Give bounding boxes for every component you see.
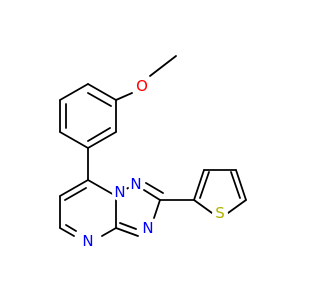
bond-tri-4b [119, 222, 137, 230]
bond-tri-2 [143, 189, 161, 201]
structure-canvas: O N N N N S [59, 55, 247, 250]
atom-n-triazole-bottom: N [140, 219, 156, 237]
bond-thio-1b [199, 171, 210, 199]
atom-oxygen-label: O [136, 77, 148, 95]
bond-phenyl-1 [87, 83, 117, 101]
bond-thio-5 [193, 199, 213, 214]
bond-pyr-6 [87, 179, 117, 197]
bond-thio-3 [235, 169, 247, 201]
atom-n2-label: N [130, 175, 141, 193]
atom-n-triazole-top: N [128, 175, 144, 193]
bond-pyr-4 [101, 227, 117, 237]
atom-n-bridgehead: N [112, 183, 128, 201]
bond-tri-2b [145, 182, 164, 194]
bond-layer [59, 55, 247, 237]
bond-tri-4 [115, 227, 139, 237]
atom-sulfur: S [212, 204, 228, 222]
bond-pyr-3 [59, 227, 75, 237]
bond-pyr-3b [65, 224, 77, 232]
atom-n3-label: N [142, 219, 153, 237]
bond-phenyl-5b [87, 127, 111, 142]
atom-n1-label: N [114, 183, 125, 201]
bond-pyr-1 [59, 179, 89, 197]
atom-label-layer: O N N N N S [80, 77, 228, 250]
bond-thio-1 [193, 169, 205, 201]
atom-n4-label: N [82, 232, 93, 250]
molecule-drawing: O N N N N S [59, 55, 247, 250]
bond-phenyl-2 [59, 83, 89, 101]
bond-thio-4 [227, 199, 247, 214]
bond-oxygen-aryl [115, 92, 133, 101]
bond-methyl-oxygen [149, 55, 177, 77]
atom-oxygen: O [134, 77, 150, 95]
atom-n-pyrimidine: N [80, 232, 96, 250]
bond-thio-3b [230, 171, 241, 199]
bond-tri-3 [153, 199, 161, 219]
bond-pyr-1b [64, 187, 87, 201]
atom-sulfur-label: S [215, 204, 225, 222]
bond-phenyl-5 [87, 131, 117, 149]
bond-phenyl-4 [59, 131, 89, 149]
bond-phenyl-1b [87, 92, 112, 107]
